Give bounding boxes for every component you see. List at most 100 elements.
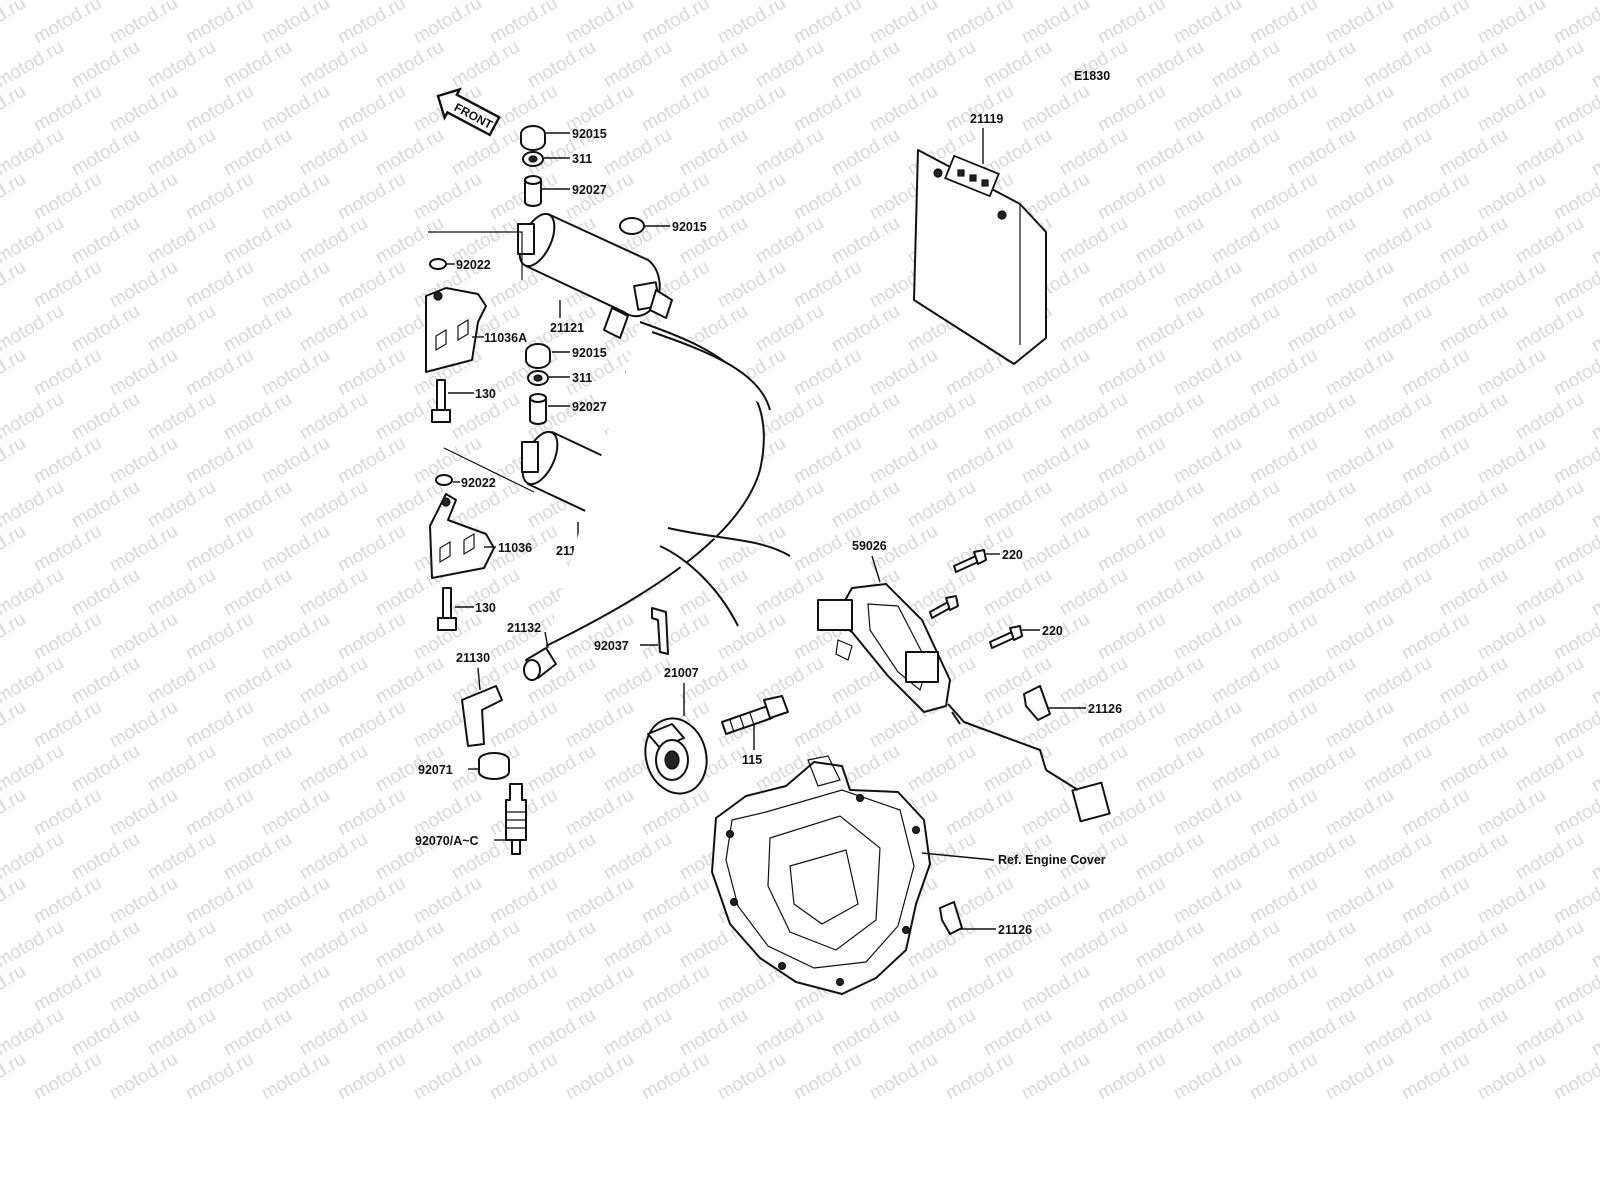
- watermark-text: motod.ru: [904, 37, 979, 93]
- label-92022-bottom: 92022: [461, 476, 496, 490]
- watermark-text: motod.ru: [752, 301, 827, 357]
- watermark-text: motod.ru: [486, 0, 561, 48]
- collar-92027-top: [524, 175, 542, 207]
- watermark-text: motod.ru: [410, 169, 485, 225]
- watermark-text: motod.ru: [1170, 345, 1245, 401]
- bracket-11036: [429, 493, 495, 579]
- watermark-text: motod.ru: [1018, 521, 1093, 577]
- watermark-text: motod.ru: [1056, 653, 1131, 709]
- watermark-text: motod.ru: [1284, 301, 1359, 357]
- watermark-text: motod.ru: [1132, 125, 1207, 181]
- watermark-text: motod.ru: [1246, 433, 1321, 489]
- watermark-text: motod.ru: [334, 961, 409, 1017]
- watermark-text: motod.ru: [1094, 873, 1169, 929]
- watermark-text: motod.ru: [1436, 565, 1511, 621]
- watermark-text: motod.ru: [714, 609, 789, 665]
- watermark-text: motod.ru: [258, 873, 333, 929]
- label-ref-engine-cover: Ref. Engine Cover: [998, 853, 1106, 867]
- label-92070: 92070/A~C: [415, 834, 479, 848]
- watermark-text: motod.ru: [600, 653, 675, 709]
- clamp-92037-bottom: [651, 607, 669, 655]
- label-92015-top: 92015: [572, 127, 607, 141]
- watermark-text: motod.ru: [980, 1005, 1055, 1061]
- watermark-text: motod.ru: [1284, 125, 1359, 181]
- watermark-text: motod.ru: [1208, 741, 1283, 797]
- label-311-mid: 311: [572, 371, 592, 385]
- watermark-text: motod.ru: [1094, 1049, 1169, 1105]
- watermark-text: motod.ru: [0, 389, 67, 445]
- watermark-text: motod.ru: [30, 433, 105, 489]
- watermark-text: motod.ru: [1360, 37, 1435, 93]
- watermark-text: motod.ru: [676, 125, 751, 181]
- watermark-text: motod.ru: [1056, 301, 1131, 357]
- watermark-text: motod.ru: [334, 1049, 409, 1105]
- watermark-text: motod.ru: [0, 301, 67, 357]
- watermark-text: motod.ru: [1094, 257, 1169, 313]
- label-115: 115: [742, 753, 762, 767]
- watermark-text: motod.ru: [1436, 301, 1511, 357]
- watermark-text: motod.ru: [220, 301, 295, 357]
- watermark-text: motod.ru: [1132, 917, 1207, 973]
- watermark-text: motod.ru: [296, 565, 371, 621]
- watermark-text: motod.ru: [0, 741, 67, 797]
- watermark-text: motod.ru: [258, 609, 333, 665]
- watermark-text: motod.ru: [30, 1049, 105, 1105]
- watermark-text: motod.ru: [1056, 917, 1131, 973]
- watermark-text: motod.ru: [106, 1049, 181, 1105]
- watermark-text: motod.ru: [790, 1049, 865, 1105]
- watermark-text: motod.ru: [410, 961, 485, 1017]
- nut-311-top: [522, 151, 544, 167]
- watermark-text: motod.ru: [0, 961, 29, 1017]
- watermark-text: motod.ru: [30, 169, 105, 225]
- watermark-text: motod.ru: [752, 125, 827, 181]
- watermark-text: motod.ru: [524, 741, 599, 797]
- watermark-text: motod.ru: [1398, 961, 1473, 1017]
- bolt-130-top: [431, 379, 451, 423]
- watermark-text: motod.ru: [182, 521, 257, 577]
- watermark-text: motod.ru: [68, 917, 143, 973]
- watermark-text: motod.ru: [1436, 741, 1511, 797]
- watermark-text: motod.ru: [1208, 301, 1283, 357]
- watermark-text: motod.ru: [1588, 917, 1600, 973]
- watermark-text: motod.ru: [144, 829, 219, 885]
- cap-21132: [523, 647, 557, 681]
- watermark-text: motod.ru: [942, 785, 1017, 841]
- watermark-text: motod.ru: [1208, 1005, 1283, 1061]
- watermark-text: motod.ru: [638, 169, 713, 225]
- watermark-text: motod.ru: [562, 785, 637, 841]
- watermark-text: motod.ru: [258, 433, 333, 489]
- watermark-text: motod.ru: [904, 917, 979, 973]
- watermark-text: motod.ru: [1436, 829, 1511, 885]
- watermark-text: motod.ru: [334, 609, 409, 665]
- watermark-text: motod.ru: [1512, 213, 1587, 269]
- watermark-text: motod.ru: [1132, 389, 1207, 445]
- watermark-text: motod.ru: [1588, 125, 1600, 181]
- timing-rotor-21007: [644, 717, 708, 795]
- watermark-text: motod.ru: [1170, 0, 1245, 48]
- watermark-text: motod.ru: [1512, 37, 1587, 93]
- watermark-text: motod.ru: [144, 741, 219, 797]
- watermark-text: motod.ru: [182, 169, 257, 225]
- watermark-text: motod.ru: [258, 697, 333, 753]
- watermark-text: motod.ru: [0, 125, 67, 181]
- watermark-text: motod.ru: [68, 125, 143, 181]
- watermark-text: motod.ru: [1474, 257, 1549, 313]
- watermark-text: motod.ru: [220, 653, 295, 709]
- watermark-text: motod.ru: [980, 37, 1055, 93]
- watermark-text: motod.ru: [1588, 653, 1600, 709]
- nut-311-mid: [527, 370, 549, 386]
- watermark-text: motod.ru: [1132, 301, 1207, 357]
- watermark-text: motod.ru: [942, 0, 1017, 48]
- watermark-text: motod.ru: [562, 1049, 637, 1105]
- watermark-text: motod.ru: [1246, 345, 1321, 401]
- watermark-text: motod.ru: [1170, 609, 1245, 665]
- watermark-text: motod.ru: [296, 301, 371, 357]
- nut-92015-coil1: [619, 217, 645, 235]
- watermark-text: motod.ru: [600, 829, 675, 885]
- watermark-text: motod.ru: [1246, 0, 1321, 48]
- washer-92022-bottom: [435, 474, 453, 486]
- watermark-text: motod.ru: [1208, 389, 1283, 445]
- label-220-bottom: 220: [1042, 624, 1063, 638]
- watermark-text: motod.ru: [638, 0, 713, 48]
- watermark-text: motod.ru: [144, 477, 219, 533]
